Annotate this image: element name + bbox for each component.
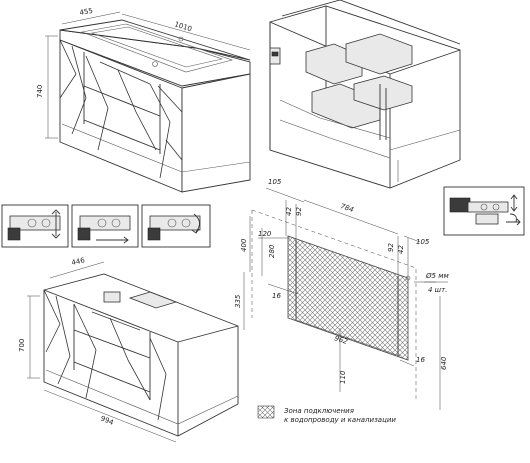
label-784: 784 xyxy=(339,202,354,214)
hinge-step-3 xyxy=(141,204,211,248)
label-16-left: 16 xyxy=(272,292,281,300)
label-962: 962 xyxy=(333,334,349,346)
cabinet-interior-view xyxy=(269,0,461,189)
hinge-detail-inset xyxy=(443,186,525,236)
label-105-right: 105 xyxy=(416,238,430,246)
hole-size-label: Ø5 мм xyxy=(425,272,449,280)
hinge-step-1 xyxy=(1,204,69,248)
label-120: 120 xyxy=(258,230,272,238)
label-400: 400 xyxy=(240,238,248,252)
label-92-left: 92 xyxy=(295,207,303,216)
label-640: 640 xyxy=(440,356,448,370)
plumbing-zone-diagram: 105 784 105 42 92 92 42 400 120 280 335 … xyxy=(234,178,449,424)
cabinet-frame-view: 446 700 994 xyxy=(18,256,239,443)
legend-swatch xyxy=(257,405,275,419)
connection-zone xyxy=(287,235,409,361)
height-label-740: 740 xyxy=(36,85,44,98)
hinge-steps xyxy=(1,204,211,248)
label-280: 280 xyxy=(268,244,276,258)
label-42-right: 42 xyxy=(397,245,405,254)
label-92-right: 92 xyxy=(387,243,395,252)
height-label-700: 700 xyxy=(18,339,26,352)
label-110: 110 xyxy=(339,370,347,384)
label-335: 335 xyxy=(234,294,242,308)
label-16-right: 16 xyxy=(416,356,425,364)
legend-text-line2: к водопроводу и канализации xyxy=(284,416,396,424)
depth-label-446: 446 xyxy=(71,256,86,267)
hole-count-label: 4 шт. xyxy=(428,286,447,294)
label-42-left: 42 xyxy=(285,207,293,216)
depth-label-455: 455 xyxy=(79,7,94,17)
legend-text-line1: Зона подключения xyxy=(284,407,354,415)
hinge-step-2 xyxy=(71,204,139,248)
cabinet-assembled-view: 1010 455 740 xyxy=(36,7,251,193)
label-105-left: 105 xyxy=(268,178,282,186)
width-label-994: 994 xyxy=(99,414,115,427)
width-label-1010: 1010 xyxy=(173,20,192,33)
